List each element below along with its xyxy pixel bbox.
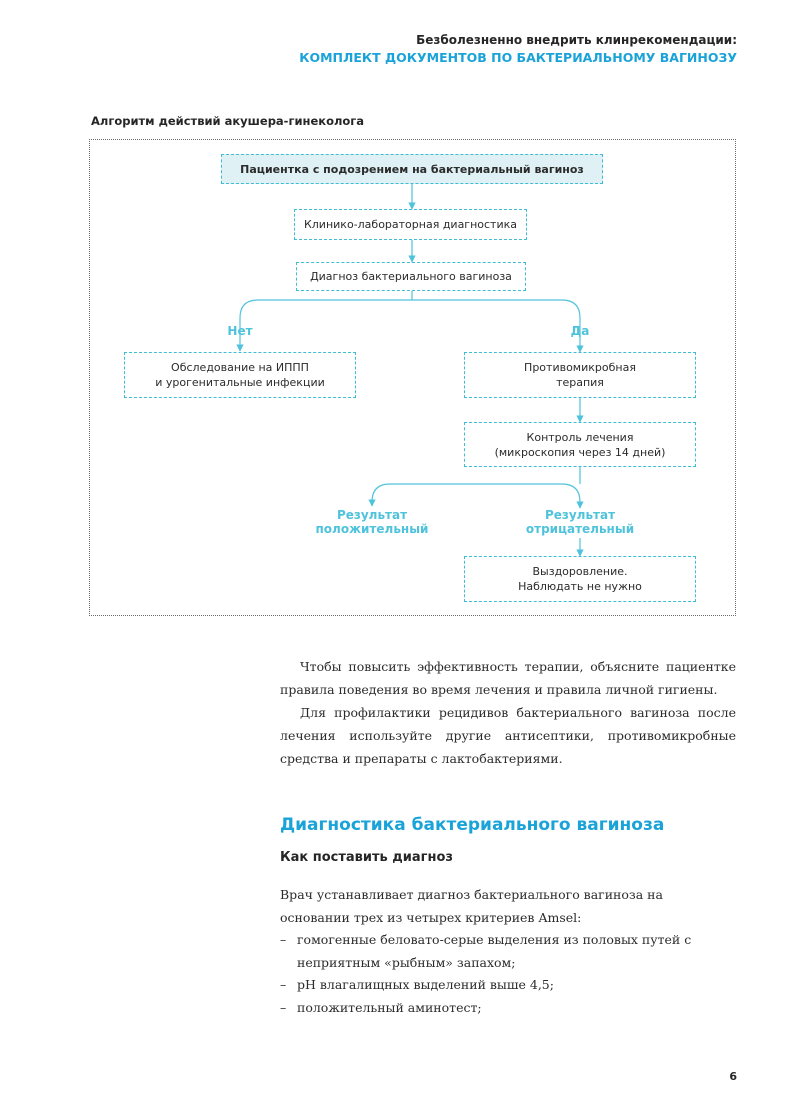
flow-box-recovery-line1: Выздоровление. bbox=[532, 565, 628, 578]
result-label-positive: Результат положительный bbox=[300, 508, 444, 536]
criteria-list: гомогенные беловато-серые выделения из п… bbox=[280, 929, 736, 1019]
header-title: Безболезненно внедрить клинрекомендации: bbox=[416, 33, 737, 47]
header-subtitle: КОМПЛЕКТ ДОКУМЕНТОВ ПО БАКТЕРИАЛЬНОМУ ВА… bbox=[299, 50, 737, 65]
diagnosis-criteria-block: Врач устанавливает диагноз бактериальног… bbox=[280, 884, 736, 1019]
flow-box-start: Пациентка с подозрением на бактериальный… bbox=[221, 154, 603, 184]
flow-box-recovery-line2: Наблюдать не нужно bbox=[518, 580, 642, 593]
flow-box-antimicrobial-therapy: Противомикробная терапия bbox=[464, 352, 696, 398]
result-negative-line1: Результат bbox=[544, 508, 616, 522]
algorithm-title: Алгоритм действий акушера-гинеколога bbox=[91, 114, 365, 128]
result-positive-line2: положительный bbox=[315, 522, 429, 536]
flow-box-sti-line2: и урогенитальные инфекции bbox=[155, 376, 325, 389]
flow-box-sti-screening: Обследование на ИППП и урогенитальные ин… bbox=[124, 352, 356, 398]
page-number: 6 bbox=[729, 1070, 737, 1083]
list-item: положительный аминотест; bbox=[280, 997, 736, 1020]
subsection-heading: Как поставить диагноз bbox=[280, 850, 453, 865]
flow-box-diagnosis-text: Диагноз бактериального вагиноза bbox=[310, 270, 512, 283]
diagnosis-intro: Врач устанавливает диагноз бактериальног… bbox=[280, 887, 663, 925]
branch-label-yes: Да bbox=[570, 324, 590, 338]
flow-box-treatment-control: Контроль лечения (микроскопия через 14 д… bbox=[464, 422, 696, 467]
branch-label-no: Нет bbox=[227, 324, 253, 338]
list-item: гомогенные беловато-серые выделения из п… bbox=[280, 929, 736, 974]
list-item: pH влагалищных выделений выше 4,5; bbox=[280, 974, 736, 997]
flow-box-diagnostics-text: Клинико-лабораторная диагностика bbox=[303, 218, 518, 231]
flow-box-therapy-line2: терапия bbox=[556, 376, 604, 389]
flow-box-diagnosis: Диагноз бактериального вагиноза bbox=[296, 262, 526, 291]
paragraph-therapy-efficiency-text: Чтобы повысить эффективность терапии, об… bbox=[280, 659, 736, 697]
flow-box-start-text: Пациентка с подозрением на бактериальный… bbox=[240, 162, 584, 176]
flow-box-diagnostics: Клинико-лабораторная диагностика bbox=[294, 209, 527, 240]
branch-split-line bbox=[239, 291, 581, 319]
result-negative-line2: отрицательный bbox=[525, 522, 635, 536]
flowchart-frame bbox=[89, 139, 736, 616]
paragraph-relapse-prevention-text: Для профилактики рецидивов бактериальног… bbox=[280, 705, 736, 766]
flow-box-control-line1: Контроль лечения bbox=[526, 430, 634, 444]
result-split-line bbox=[371, 467, 581, 503]
result-label-negative: Результат отрицательный bbox=[508, 508, 652, 536]
paragraph-relapse-prevention: Для профилактики рецидивов бактериальног… bbox=[280, 701, 736, 770]
paragraph-therapy-efficiency: Чтобы повысить эффективность терапии, об… bbox=[280, 655, 736, 701]
flow-box-therapy-line1: Противомикробная bbox=[524, 361, 636, 374]
flow-box-sti-line1: Обследование на ИППП bbox=[171, 361, 309, 374]
flow-box-control-line2: (микроскопия через 14 дней) bbox=[494, 445, 666, 459]
result-positive-line1: Результат bbox=[336, 508, 408, 522]
flow-box-recovery: Выздоровление. Наблюдать не нужно bbox=[464, 556, 696, 602]
section-heading: Диагностика бактериального вагиноза bbox=[280, 815, 665, 835]
